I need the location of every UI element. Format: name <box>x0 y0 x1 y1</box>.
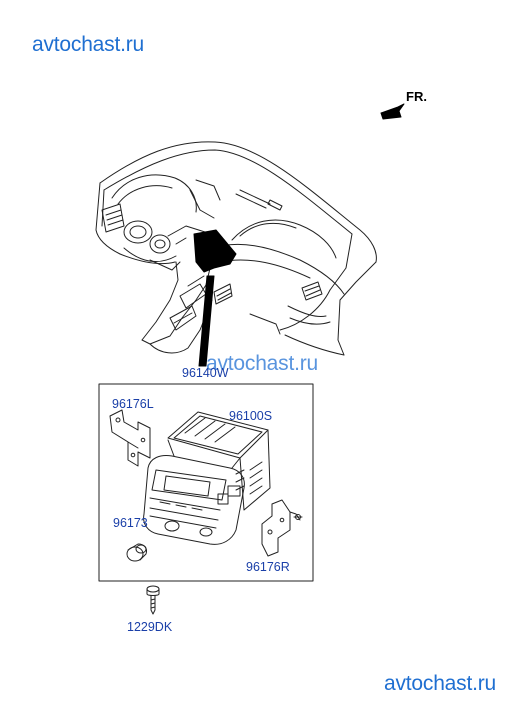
part-label-assembly[interactable]: 96140W <box>182 366 229 380</box>
dashboard-illustration <box>95 141 377 356</box>
part-label-knob[interactable]: 96173 <box>113 516 148 530</box>
head-unit-illustration <box>143 411 271 545</box>
assembly-leader-bar <box>198 275 215 367</box>
front-direction-label: FR. <box>406 89 427 104</box>
watermark-bottom: avtochast.ru <box>384 672 496 695</box>
part-label-bracket-left[interactable]: 96176L <box>112 397 154 411</box>
part-label-head-unit[interactable]: 96100S <box>229 409 273 423</box>
watermark-top: avtochast.ru <box>32 33 144 56</box>
watermark-middle: avtochast.ru <box>206 352 318 375</box>
assembly-box <box>98 383 314 582</box>
small-screw-icon <box>293 514 303 520</box>
part-label-bracket-right[interactable]: 96176R <box>246 560 290 574</box>
knob-illustration <box>126 543 147 562</box>
forward-arrow-icon <box>380 103 405 120</box>
screw-illustration <box>146 585 160 615</box>
bracket-left-illustration <box>109 409 151 467</box>
bracket-right-illustration <box>261 499 301 557</box>
head-unit-location-highlight <box>193 229 237 273</box>
part-label-screw[interactable]: 1229DK <box>127 620 173 634</box>
